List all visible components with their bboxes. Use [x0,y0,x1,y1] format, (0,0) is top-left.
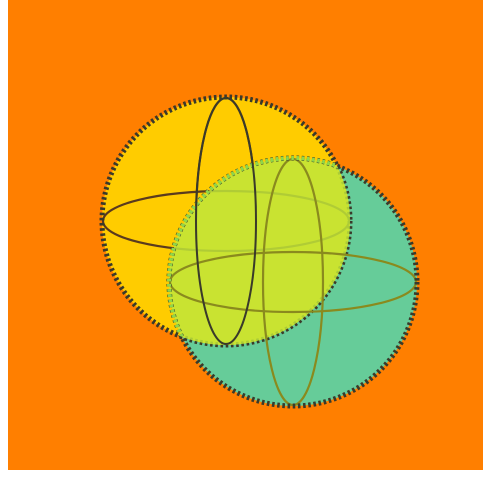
two-wireframe-spheres-illustration [0,0,483,484]
artwork-canvas [0,0,483,484]
